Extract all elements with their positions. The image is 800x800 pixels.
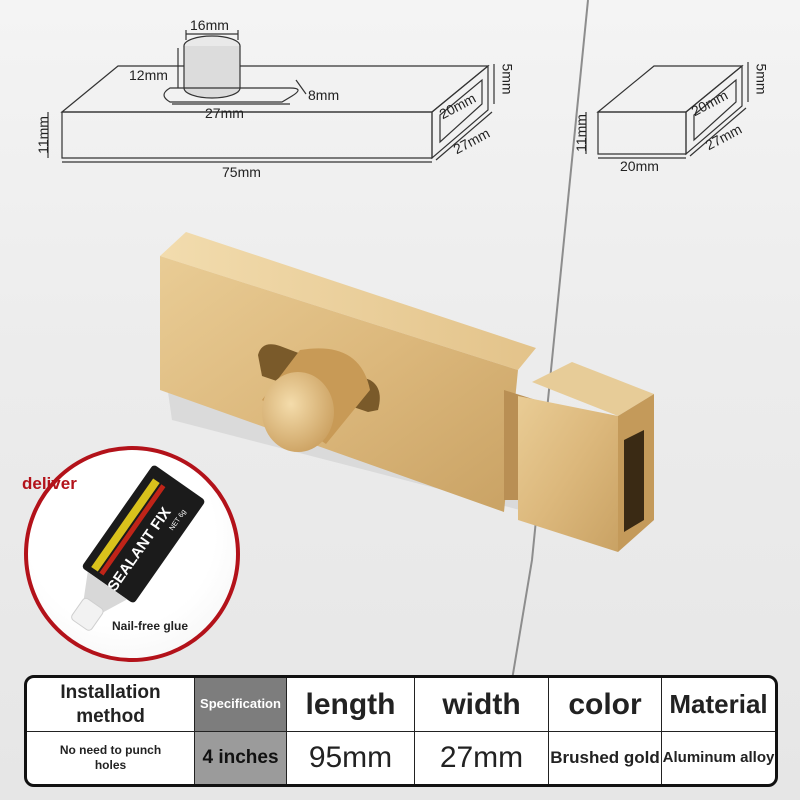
knob-diameter-label: 16mm: [190, 17, 229, 33]
main-block-end-slot: [439, 78, 483, 144]
header-material: Material: [662, 678, 775, 732]
deliver-inset: SEALANT FIX NET 6g: [24, 446, 240, 662]
value-width: 27mm: [415, 732, 549, 784]
dimension-drawing: [47, 30, 749, 163]
value-specification: 4 inches: [195, 732, 287, 784]
glue-tube-icon: SEALANT FIX NET 6g: [71, 465, 205, 631]
header-length: length: [287, 678, 415, 732]
value-color: Brushed gold: [549, 732, 662, 784]
header-specification: Specification: [195, 678, 287, 732]
catch-length-label: 20mm: [620, 158, 659, 174]
door-gap-line: [511, 0, 589, 681]
knob-body: [183, 46, 241, 99]
bolt-top-face: [160, 232, 536, 370]
slot-width-label: 8mm: [308, 87, 340, 103]
main-length-label: 75mm: [222, 164, 261, 180]
spec-table: Installation method Specification length…: [24, 675, 778, 787]
slot-length-label: 27mm: [205, 105, 244, 121]
catch-block-end-face: [685, 64, 743, 156]
value-installation-method: No need to punch holes: [27, 732, 195, 784]
catch-block-end-slot: [693, 78, 737, 142]
deliver-label: deliver: [22, 474, 77, 493]
main-block-end-face: [431, 64, 489, 160]
glue-caption: Nail-free glue: [112, 619, 189, 633]
value-length: 95mm: [287, 732, 415, 784]
header-color: color: [549, 678, 662, 732]
bolt-knob: [262, 372, 334, 452]
header-width: width: [415, 678, 549, 732]
catch-top-face: [532, 362, 654, 416]
knob-height-label: 12mm: [129, 67, 168, 83]
header-installation-method: Installation method: [27, 678, 195, 732]
catch-front-face: [518, 396, 618, 552]
catch-slot: [624, 430, 644, 532]
value-material: Aluminum alloy: [662, 748, 775, 766]
top-slot: [163, 87, 299, 103]
